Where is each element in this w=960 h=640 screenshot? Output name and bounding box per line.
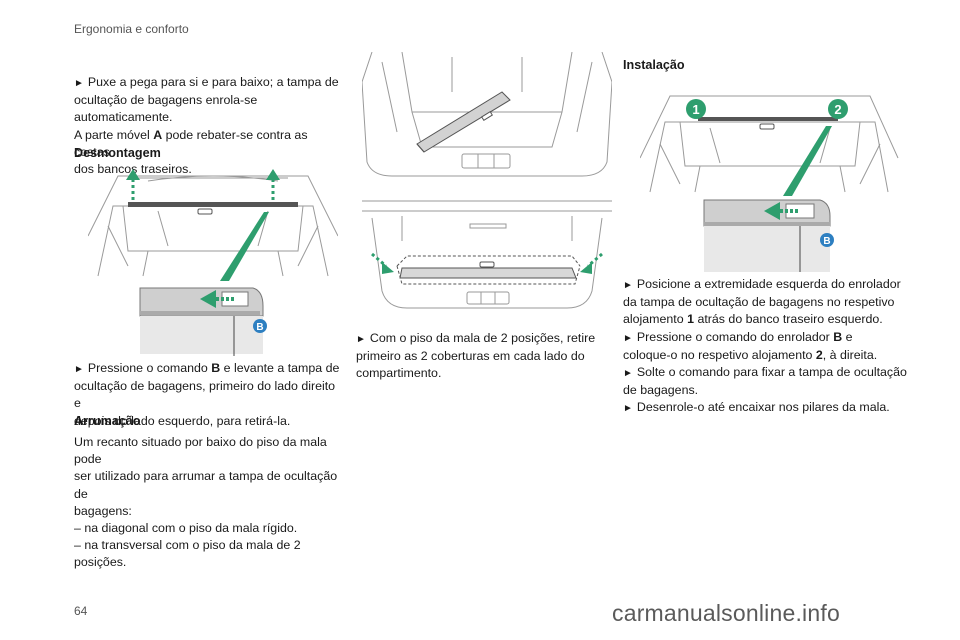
desmontagem-paragraph: ►Pressione o comando B e levante a tampa… (74, 360, 344, 430)
arrumacao-heading: Arrumação (74, 414, 141, 428)
page-number: 64 (74, 604, 88, 618)
instalacao-line: atrás do banco traseiro esquerdo. (697, 312, 883, 327)
arrumacao-line: – na diagonal com o piso da mala rígido. (74, 521, 298, 536)
label-a: A (153, 127, 163, 142)
instalacao-line: Pressione o comando do enrolador (636, 329, 830, 344)
section-header: Ergonomia e conforto (74, 22, 189, 36)
instalacao-line: Desenrole-o até encaixar nos pilares da … (636, 400, 890, 415)
col2-line: Com o piso da mala de 2 posições, retire (369, 331, 596, 345)
bullet-icon: ► (74, 78, 84, 89)
bullet-icon: ► (623, 403, 633, 415)
bullet-icon: ► (623, 332, 633, 344)
label-1: 1 (687, 312, 694, 327)
intro-line: Puxe a pega para si e para baixo; a tamp… (87, 75, 339, 89)
arrumacao-line: bagagens: (74, 503, 132, 518)
instalacao-line: de bagagens. (623, 383, 699, 398)
instalacao-line: Posicione a extremidade esquerda do enro… (636, 277, 901, 291)
col2-paragraph: ►Com o piso da mala de 2 posições, retir… (356, 330, 616, 383)
instalacao-line: e (845, 329, 853, 344)
intro-line: ocultação de bagagens enrola-se automati… (74, 93, 258, 125)
arrumacao-paragraph: Um recanto situado por baixo do piso da … (74, 434, 354, 572)
desmontagem-line: e levante a tampa de (223, 361, 340, 375)
watermark-link[interactable]: carmanualsonline.info (612, 600, 840, 626)
intro-line: dos bancos traseiros. (74, 162, 192, 177)
desmontagem-heading: Desmontagem (74, 146, 161, 160)
col2-line: primeiro as 2 coberturas em cada lado do (356, 349, 585, 364)
storage-transversal-illustration (362, 200, 612, 309)
instalacao-heading: Instalação (623, 58, 685, 72)
instalacao-line: Solte o comando para fixar a tampa de oc… (636, 365, 907, 380)
desmontagem-line: Pressione o comando (87, 361, 208, 375)
bullet-icon: ► (74, 364, 84, 375)
arrumacao-line: – na transversal com o piso da mala de 2… (74, 538, 301, 570)
arrumacao-line: Um recanto situado por baixo do piso da … (74, 435, 327, 467)
intro-line: A parte móvel (74, 127, 150, 142)
desmontagem-line: depois do lado esquerdo, para retirá-la. (74, 413, 291, 428)
instalacao-illustration: 1 2 B (640, 95, 899, 272)
instalacao-paragraph: ►Posicione a extremidade esquerda do enr… (623, 276, 913, 418)
desmontagem-illustration: B (88, 169, 338, 356)
badge-b-label: B (256, 322, 263, 333)
badge-1-label: 1 (692, 102, 699, 117)
arrumacao-line: ser utilizado para arrumar a tampa de oc… (74, 469, 338, 501)
intro-line: pode rebater-se contra as costas (74, 127, 308, 159)
intro-paragraph: ►Puxe a pega para si e para baixo; a tam… (74, 74, 344, 178)
bullet-icon: ► (623, 280, 633, 291)
storage-diagonal-illustration (362, 52, 612, 177)
instalacao-line: alojamento (623, 312, 684, 327)
bullet-icon: ► (623, 368, 633, 380)
label-b: B (211, 361, 221, 375)
label-b: B (833, 329, 843, 344)
desmontagem-line: ocultação de bagagens, primeiro do lado … (74, 379, 336, 411)
label-2: 2 (815, 347, 823, 362)
badge-2-label: 2 (834, 102, 841, 117)
instalacao-line: da tampa de ocultação de bagagens no res… (623, 295, 895, 310)
instalacao-line: coloque-o no respetivo alojamento (623, 347, 813, 362)
col2-line: compartimento. (356, 366, 442, 381)
badge-b-label: B (823, 236, 830, 247)
instalacao-line: , à direita. (822, 347, 878, 362)
bullet-icon: ► (356, 334, 366, 345)
